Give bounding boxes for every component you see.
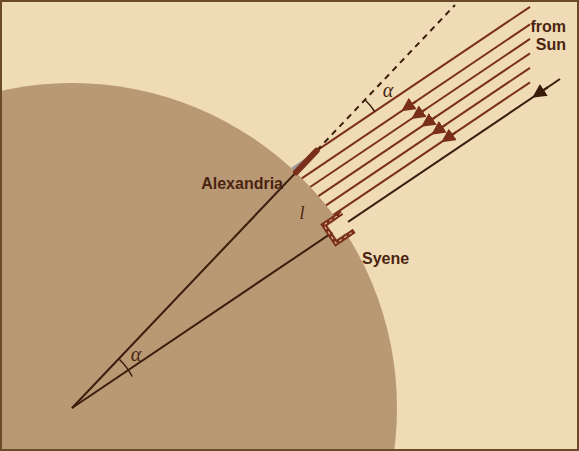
earth: [2, 83, 397, 449]
angle-arc: [119, 359, 132, 377]
angle-label: α: [131, 343, 142, 365]
city-label: Syene: [362, 250, 409, 268]
city-label: Alexandria: [201, 175, 283, 193]
obelisk: [296, 151, 317, 173]
angle-label: α: [383, 79, 394, 101]
syene-arrow: [538, 87, 548, 94]
sun-rays: [302, 7, 530, 215]
dashed-extension: [317, 5, 455, 151]
angle-arc: [365, 100, 375, 112]
sun-label: from Sun: [530, 18, 566, 53]
ray-arrows: [407, 101, 456, 138]
alexandria-radius: [72, 151, 317, 408]
obelisk-shadow: [291, 151, 317, 173]
well: [324, 213, 355, 244]
distance-label: l: [299, 204, 304, 224]
syene-radius: [72, 79, 560, 408]
